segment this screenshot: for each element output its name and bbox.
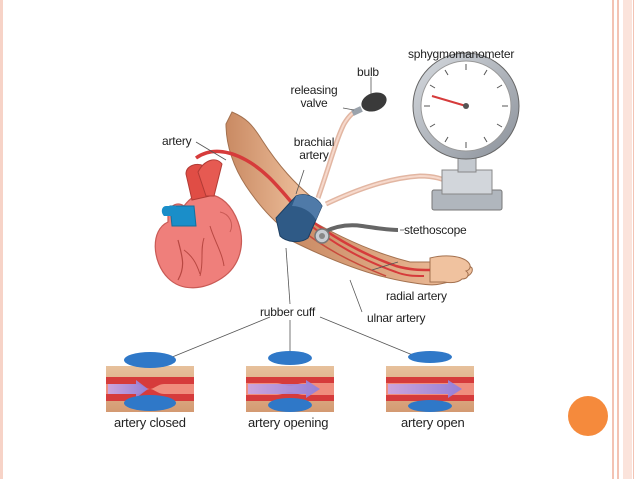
leader-lines — [159, 77, 421, 363]
label-brachial-artery-line1: brachial — [293, 135, 335, 149]
orange-circle-decoration — [568, 396, 608, 436]
label-bulb: bulb — [357, 65, 379, 79]
label-artery-open: artery open — [401, 415, 465, 430]
label-sphygmomanometer: sphygmomanometer — [408, 47, 515, 61]
panel-artery-opening — [246, 351, 334, 412]
forearm — [289, 213, 473, 286]
label-artery: artery — [162, 134, 192, 148]
label-artery-opening: artery opening — [248, 415, 329, 430]
label-releasing-valve-line2: valve — [300, 96, 328, 110]
label-releasing-valve-line1: releasing — [290, 83, 338, 97]
decorative-stripe — [612, 0, 614, 479]
slide-left-border — [0, 0, 3, 479]
label-rubber-cuff: rubber cuff — [260, 305, 315, 319]
blood-pressure-cuff — [275, 194, 323, 243]
panel-artery-closed — [106, 352, 194, 412]
label-brachial-artery-line2: artery — [299, 148, 329, 162]
label-stethoscope: stethoscope — [404, 223, 467, 237]
stethoscope — [314, 223, 399, 244]
label-brachial-artery: brachial artery — [286, 136, 342, 162]
label-artery-closed: artery closed — [114, 415, 186, 430]
panel-artery-open — [386, 351, 474, 412]
label-radial-artery: radial artery — [386, 289, 447, 303]
decorative-stripe — [633, 0, 634, 479]
label-ulnar-artery: ulnar artery — [367, 311, 426, 325]
sphygmomanometer-gauge — [412, 52, 520, 211]
decorative-stripe — [623, 0, 632, 479]
decorative-stripe — [617, 0, 619, 479]
heart — [154, 159, 243, 289]
bulb — [351, 92, 387, 116]
label-releasing-valve: releasing valve — [286, 84, 342, 110]
